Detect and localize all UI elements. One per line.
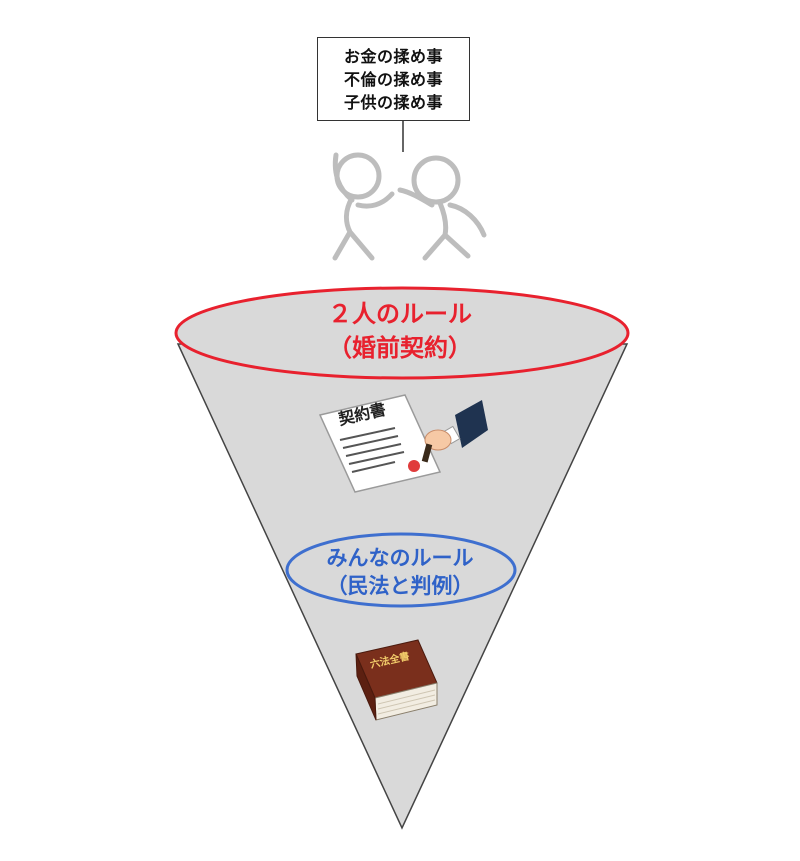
couple-rule-subtitle: （婚前契約）: [328, 334, 472, 362]
stamping-hand-icon: [421, 400, 488, 463]
callout-line-affair: 不倫の揉め事: [343, 69, 443, 89]
couple-rule-label: ２人のルール （婚前契約）: [200, 297, 600, 365]
public-rule-title: みんなのルール: [326, 546, 474, 570]
contract-document-icon: 契約書: [318, 394, 442, 493]
callout-line-children: 子供の揉め事: [343, 92, 443, 112]
law-book-icon: 六法全書: [355, 639, 438, 721]
public-rule-ellipse: [285, 532, 517, 608]
public-rule-label: みんなのルール （民法と判例）: [250, 544, 550, 600]
public-rule-subtitle: （民法と判例）: [326, 574, 474, 598]
callout-line-money: お金の揉め事: [343, 46, 443, 66]
dispute-callout: お金の揉め事 不倫の揉め事 子供の揉め事: [317, 37, 470, 121]
couple-rule-title: ２人のルール: [328, 300, 472, 328]
couple-rule-ellipse: [174, 286, 630, 380]
fighting-people-icon: [332, 152, 487, 261]
